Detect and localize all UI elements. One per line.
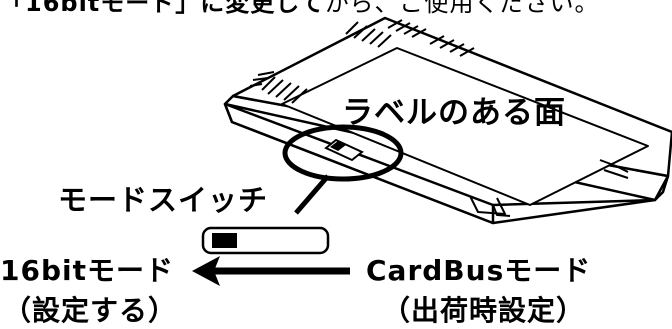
instruction-text: 「16bitモード」に変更してから、ご使用ください。: [0, 0, 600, 15]
mode-16bit-note: （設定する）: [3, 294, 178, 327]
instruction-rest: から、ご使用ください。: [324, 0, 600, 17]
connector-ribs: [249, 19, 475, 104]
card-switch: [324, 138, 364, 162]
mode-16bit-caption: 16bitモード: [0, 254, 174, 287]
label-face-caption: ラベルのある面: [342, 95, 566, 131]
switch-enlarged: [201, 226, 330, 255]
leader-line: [294, 174, 330, 215]
mode-switch-caption: モードスイッチ: [58, 183, 269, 217]
pc-card: [223, 16, 672, 225]
switch-highlight-ellipse: [282, 124, 404, 182]
instruction-emphasis: 「16bitモード」に変更して: [0, 0, 325, 17]
mode-cardbus-note: （出荷時設定）: [382, 294, 586, 327]
arrow-left: [192, 256, 350, 286]
mode-cardbus-caption: CardBusモード: [366, 254, 592, 287]
